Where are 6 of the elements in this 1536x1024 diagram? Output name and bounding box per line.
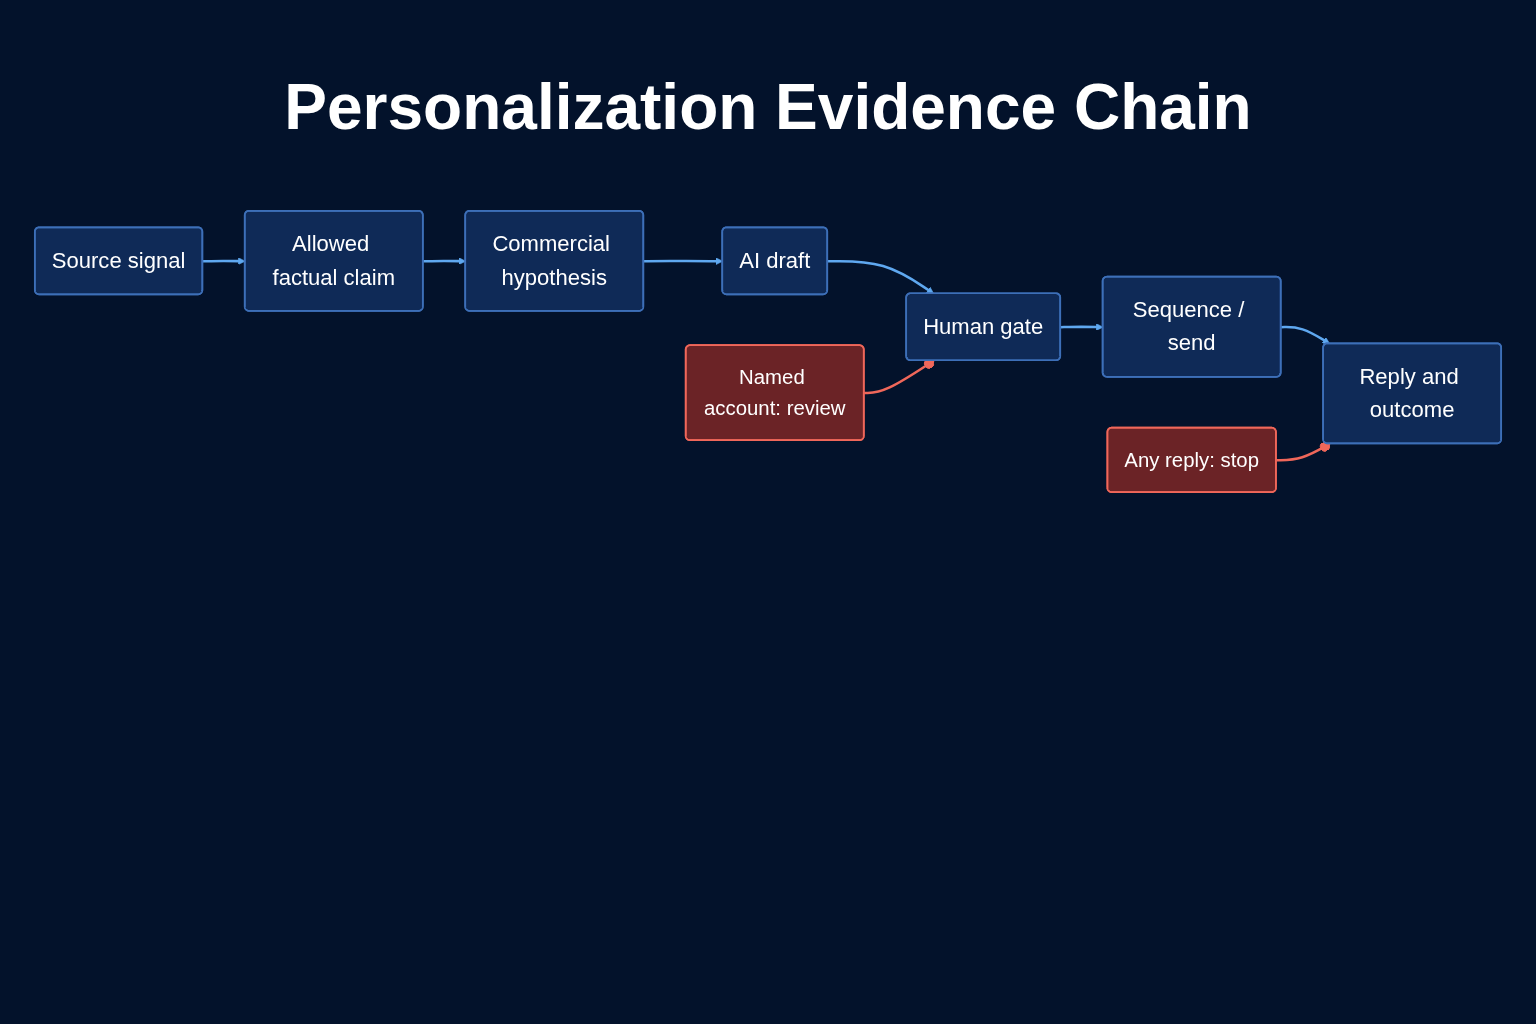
arrow <box>827 259 935 294</box>
arrow <box>1281 325 1331 345</box>
arrow <box>643 257 723 265</box>
connector <box>1276 441 1331 462</box>
diagram-title: Personalization Evidence Chain <box>283 70 1253 144</box>
arrow <box>423 257 466 265</box>
